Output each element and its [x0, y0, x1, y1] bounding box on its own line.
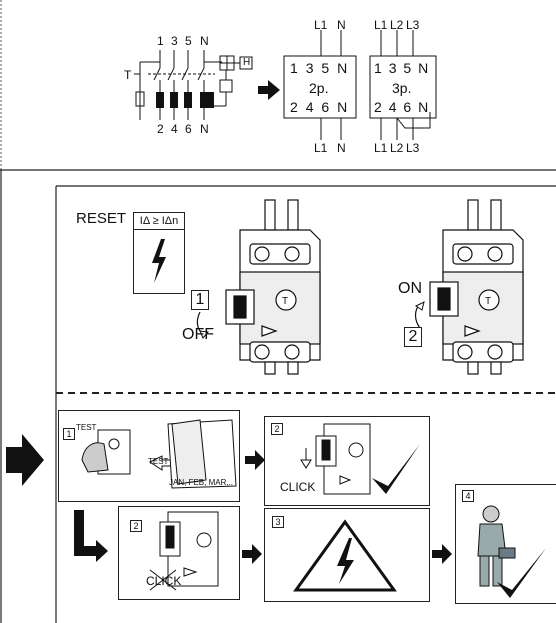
click-crossed-label: CLICK	[146, 574, 182, 588]
terminal-4: 4	[171, 122, 178, 136]
test-panel-4-step: 3	[272, 516, 284, 528]
test-arrow-label: TEST	[148, 457, 169, 466]
test-panel-5	[455, 484, 556, 604]
3p-bottom-l2: L2	[390, 141, 404, 155]
2p-bottom-l1: L1	[314, 141, 328, 155]
on-label: ON	[398, 280, 422, 297]
3p-row2: 2 4 6 N	[374, 99, 429, 115]
test-label: T	[124, 68, 132, 82]
2p-row1: 1 3 5 N	[290, 60, 348, 76]
2p-top-n: N	[337, 18, 346, 32]
3p-name: 3p.	[392, 80, 412, 96]
handle-label: H	[243, 57, 251, 68]
reset-label: RESET	[76, 210, 127, 227]
svg-text:T: T	[282, 296, 288, 307]
terminal-n-top: N	[200, 34, 209, 48]
test-label-small: TEST	[76, 423, 97, 432]
terminal-5: 5	[185, 34, 192, 48]
terminal-n-bottom: N	[200, 122, 209, 136]
test-panel-5-step: 4	[462, 490, 474, 502]
3p-top-l3: L3	[406, 18, 420, 32]
terminal-2: 2	[157, 122, 164, 136]
2p-row2: 2 4 6 N	[290, 99, 348, 115]
2p-top-l1: L1	[314, 18, 328, 32]
terminal-3: 3	[171, 34, 178, 48]
3p-bottom-l1: L1	[374, 141, 388, 155]
test-panel-3-step: 2	[130, 520, 142, 532]
step-2-badge: 2	[404, 327, 422, 347]
3p-bottom-l3: L3	[406, 141, 420, 155]
months-label: JAN, FEB, MAR,..	[169, 478, 234, 487]
test-panel-1-step: 1	[63, 428, 75, 440]
step-1-badge: 1	[191, 290, 209, 310]
terminal-1: 1	[157, 34, 164, 48]
off-label: OFF	[182, 326, 214, 343]
test-panel-2-step: 2	[271, 423, 283, 435]
svg-text:T: T	[485, 296, 491, 307]
click-label: CLICK	[280, 480, 316, 494]
lightning-icon	[152, 239, 166, 283]
3p-row1: 1 3 5 N	[374, 60, 429, 76]
3p-top-l2: L2	[390, 18, 404, 32]
2p-bottom-n: N	[337, 141, 346, 155]
fault-condition: IΔ ≥ IΔn	[134, 213, 184, 230]
wiring-schematic	[134, 30, 437, 140]
2p-name: 2p.	[309, 80, 329, 96]
fault-condition-box: IΔ ≥ IΔn	[133, 212, 185, 294]
3p-top-l1: L1	[374, 18, 388, 32]
terminal-6: 6	[185, 122, 192, 136]
